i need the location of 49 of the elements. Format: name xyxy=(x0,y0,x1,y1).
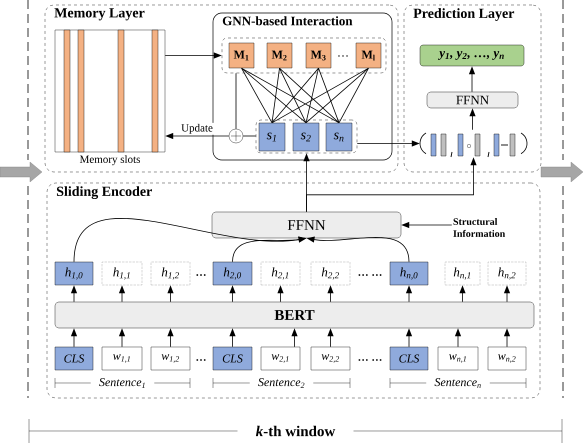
ffnn-box: FFNN xyxy=(426,92,518,108)
panel-title: Sliding Encoder xyxy=(56,186,152,199)
memory-box: M$_{l}$ xyxy=(356,42,382,68)
token-box: CLS xyxy=(54,346,94,370)
panel-title: Prediction Layer xyxy=(413,8,514,21)
add-circle xyxy=(228,128,244,144)
vector-concat-drawing xyxy=(420,132,528,158)
panel-title: Memory Layer xyxy=(54,8,144,20)
token-box: CLS xyxy=(212,346,252,370)
ffnn-box: FFNN xyxy=(212,212,402,238)
memory-box: M$_{3}$ xyxy=(306,42,332,68)
sentence-state-box: s$_{2}$ xyxy=(292,122,320,152)
hidden-state-box: h$_{n,2}$ xyxy=(488,262,526,286)
side-note: Structural Information xyxy=(453,218,506,238)
token-box: w$_{n,1}$ xyxy=(438,346,478,370)
token-box: w$_{1,1}$ xyxy=(102,346,142,370)
panel-title: GNN-based Interaction xyxy=(222,16,352,26)
hidden-state-box: h$_{1,2}$ xyxy=(150,262,190,286)
bert-box: BERT xyxy=(54,302,534,328)
ellipsis: … xyxy=(196,359,206,361)
ellipsis: … xyxy=(338,55,348,57)
dashed-group-box xyxy=(256,120,358,154)
edge-label: Update xyxy=(180,122,214,135)
token-box: w$_{n,2}$ xyxy=(488,346,526,370)
memory-box: M$_{1}$ xyxy=(228,42,254,68)
ellipsis: … … xyxy=(358,359,382,361)
sentence-label: Sentence$_{n}$ xyxy=(434,378,481,388)
hidden-state-box: h$_{1,1}$ xyxy=(102,262,142,286)
token-box: CLS xyxy=(390,346,428,370)
hidden-state-box: h$_{2,1}$ xyxy=(260,262,300,286)
hidden-state-box: h$_{2,0}$ xyxy=(212,262,252,286)
output-box: y$_{1}$, y$_{2}$, …, y$_{n}$ xyxy=(420,44,524,66)
sentence-label: Sentence$_{1}$ xyxy=(99,378,145,388)
sentence-state-box: s$_{n}$ xyxy=(326,122,352,152)
window-label: k-th window xyxy=(256,426,336,436)
token-box: w$_{2,2}$ xyxy=(310,346,350,370)
token-box: w$_{1,2}$ xyxy=(150,346,190,370)
dashed-group-box xyxy=(222,38,386,74)
ellipsis: … xyxy=(196,274,206,276)
hidden-state-box: h$_{1,0}$ xyxy=(54,262,94,286)
memory-box: M$_{2}$ xyxy=(266,42,292,68)
sentence-state-box: s$_{1}$ xyxy=(258,122,286,152)
node-label: Memory slots xyxy=(80,155,140,166)
ellipsis: … … xyxy=(358,274,382,276)
hidden-state-box: h$_{n,1}$ xyxy=(444,262,480,286)
sentence-label: Sentence$_{2}$ xyxy=(258,378,304,388)
hidden-state-box: h$_{2,2}$ xyxy=(310,262,350,286)
hidden-state-box: h$_{n,0}$ xyxy=(390,262,428,286)
token-box: w$_{2,1}$ xyxy=(260,346,300,370)
